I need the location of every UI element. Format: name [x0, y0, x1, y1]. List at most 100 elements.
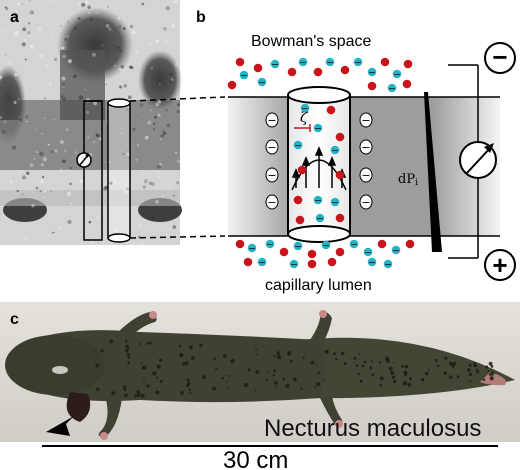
- salamander-tail: [300, 337, 515, 399]
- ion-bottom-19: −: [383, 259, 393, 270]
- anion-charge: −: [271, 60, 279, 70]
- ion-pore-10: −: [330, 197, 340, 208]
- ion-pore-9: −: [313, 195, 323, 206]
- anion-charge: −: [294, 141, 302, 151]
- voltmeter-icon: [459, 141, 497, 179]
- ion-bottom-3: [279, 247, 289, 257]
- salamander-spots: [95, 339, 495, 398]
- fixed-charge: −: [267, 169, 276, 182]
- pressure-label-main: dP: [398, 172, 415, 187]
- ion-top-15: [367, 81, 377, 91]
- anion-charge: −: [364, 248, 372, 258]
- flow-arrow-0: [291, 168, 301, 188]
- front-toe-bottom: [100, 432, 108, 440]
- species-name: Necturus maculosus: [264, 415, 481, 442]
- ion-pore-3: [335, 132, 345, 142]
- ion-bottom-8: −: [349, 239, 359, 250]
- fixed-charge-1: −: [265, 139, 279, 155]
- fixed-charge-3: −: [265, 194, 279, 210]
- anion-charge: −: [393, 70, 401, 80]
- minus-sign: −: [492, 42, 507, 72]
- fixed-charge: −: [361, 141, 370, 154]
- pressure-label: dPi: [398, 172, 418, 188]
- hind-leg-upper: [310, 311, 332, 345]
- fixed-charge: −: [361, 196, 370, 209]
- ion-top-9: −: [367, 67, 377, 78]
- flow-arrow-3: [327, 156, 337, 188]
- ion-top-10: [380, 57, 390, 67]
- anion-charge: −: [301, 104, 309, 114]
- ion-top-6: −: [325, 57, 335, 68]
- ion-top-7: [340, 65, 350, 75]
- scale-bar-label: 30 cm: [223, 447, 288, 470]
- anion-charge: −: [316, 214, 324, 224]
- ions-layer: −−−−−−−−−−−−−−−−−−−−−−−−−−−−−−−−−−−: [227, 57, 415, 270]
- anion-charge: −: [331, 198, 339, 208]
- ion-pore-11: [295, 215, 305, 225]
- small-cylinder: [107, 98, 131, 243]
- ion-top-12: [403, 59, 413, 69]
- panel-c: Necturus maculosus c: [0, 302, 520, 442]
- ion-bottom-14: [327, 257, 337, 267]
- salamander-head: [5, 335, 105, 395]
- anion-charge: −: [266, 240, 274, 250]
- pressure-gradient-wedge: [424, 92, 442, 252]
- basement-membrane-core: [0, 120, 180, 160]
- flow-arrow-1: [301, 156, 311, 188]
- anion-charge: −: [240, 71, 248, 81]
- fixed-charge: −: [267, 141, 276, 154]
- panel-c-label: c: [10, 311, 19, 328]
- ion-top-3: [287, 67, 297, 77]
- ion-bottom-18: [307, 259, 317, 269]
- ion-bottom-13: −: [257, 257, 267, 268]
- ion-top-4: −: [298, 57, 308, 68]
- pressure-label-sub: i: [415, 178, 418, 188]
- ion-bottom-15: −: [367, 257, 377, 268]
- ion-top-2: −: [270, 59, 280, 70]
- anion-charge: −: [326, 58, 334, 68]
- ion-bottom-4: −: [293, 241, 303, 252]
- fixed-charge: −: [267, 196, 276, 209]
- panel-a-label: a: [10, 9, 19, 26]
- hind-toe-bottom: [335, 420, 343, 428]
- external-gill: [66, 392, 91, 422]
- front-toe-top: [149, 311, 157, 319]
- ion-pore-12: [335, 213, 345, 223]
- hind-toe-top: [319, 310, 327, 318]
- ion-bottom-12: [405, 239, 415, 249]
- anion-charge: −: [392, 246, 400, 256]
- ion-top-18: [235, 57, 245, 67]
- bowmans-space-label: Bowman's space: [251, 33, 372, 50]
- capillary-lumen-label: capillary lumen: [265, 277, 372, 294]
- ion-top-16: −: [387, 83, 397, 94]
- ion-pore-1: [326, 105, 336, 115]
- anion-charge: −: [350, 240, 358, 250]
- gill-pointer-arrowhead: [46, 416, 74, 436]
- front-leg-lower: [98, 396, 122, 438]
- anion-charge: −: [314, 196, 322, 206]
- ion-top-8: −: [353, 57, 363, 68]
- zeta-indicator: ζ: [294, 110, 311, 132]
- panel-a: a: [0, 0, 182, 245]
- anion-charge: −: [299, 58, 307, 68]
- ion-top-13: −: [257, 77, 267, 88]
- ion-pore-2: −: [313, 123, 323, 134]
- anion-charge: −: [248, 244, 256, 254]
- eye-highlight: [52, 366, 68, 374]
- ion-bottom-2: −: [265, 239, 275, 250]
- ion-bottom-5: [307, 249, 317, 259]
- fixed-charge: −: [267, 114, 276, 127]
- ion-bottom-7: [335, 247, 345, 257]
- ion-pore-4: −: [293, 140, 303, 151]
- ion-top-0: −: [239, 70, 249, 81]
- endothelium-layer: [0, 190, 180, 206]
- ion-top-14: [227, 80, 237, 90]
- fixed-charge-2: −: [265, 167, 279, 183]
- zeta-symbol: ζ: [300, 110, 309, 126]
- panel-b-label: b: [196, 9, 206, 26]
- anion-charge: −: [368, 258, 376, 268]
- fixed-charge-4: −: [359, 112, 373, 128]
- anion-charge: −: [354, 58, 362, 68]
- fixed-charge-6: −: [359, 167, 373, 183]
- ion-pore-7: [335, 170, 345, 180]
